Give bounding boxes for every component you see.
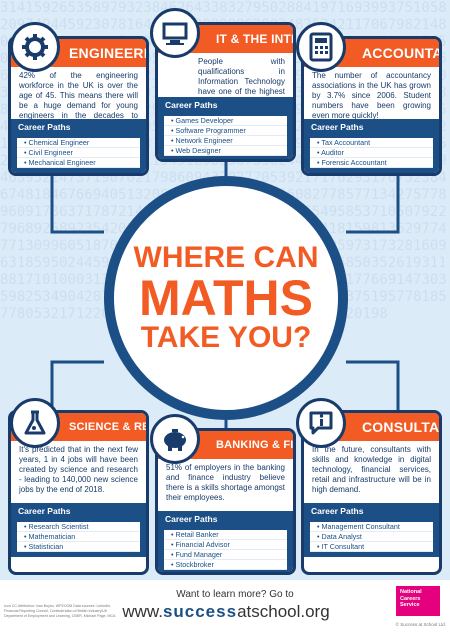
card-description: It's predicted that in the next few year… (19, 445, 138, 494)
career-paths-label: Career Paths (158, 97, 293, 114)
card-description: People with qualifications in Informatio… (198, 57, 285, 96)
card-description: 42% of the engineering workforce in the … (19, 71, 138, 119)
job-item: Auditor (310, 148, 433, 158)
title-line-3: Take you? (140, 321, 312, 354)
career-paths-label: Career Paths (11, 119, 146, 136)
job-list: Retail Banker Financial Advisor Fund Man… (158, 528, 293, 572)
gear-wrench-icon (10, 22, 60, 72)
connector-consultancy (346, 360, 400, 410)
job-list: Games Developer Software Programmer Netw… (158, 114, 293, 159)
url-prefix: www. (122, 602, 163, 621)
job-item: Web Designer (164, 146, 287, 156)
calculator-icon (296, 22, 346, 72)
computer-icon (150, 8, 200, 58)
job-item: Stockbroker (164, 560, 287, 570)
url-suffix: atschool.org (237, 602, 330, 621)
job-item: Statistician (17, 542, 140, 552)
connector-accountancy (346, 150, 400, 234)
career-paths-label: Career Paths (304, 503, 439, 520)
title-line-1: Where can (133, 241, 319, 274)
job-list: Chemical Engineer Civil Engineer Mechani… (11, 136, 146, 173)
national-careers-service-logo: National Careers Service (396, 586, 440, 616)
title-line-2: Maths (138, 270, 314, 326)
career-paths-label: Career Paths (304, 119, 439, 136)
job-item: Financial Advisor (164, 540, 287, 550)
copyright: © Success at School Ltd. (395, 622, 446, 627)
website-link[interactable]: www.successatschool.org (96, 602, 356, 622)
job-item: Tax Accountant (310, 138, 433, 148)
job-item: Research Scientist (17, 522, 140, 532)
job-item: Data Analyst (310, 532, 433, 542)
connector-lines (50, 130, 400, 428)
card-description: In the future, consultants with skills a… (312, 445, 431, 494)
job-item: Mechanical Engineer (17, 158, 140, 168)
connector-engineering (50, 150, 104, 234)
job-item: Games Developer (164, 116, 287, 126)
card-description: The number of accountancy associations i… (312, 71, 431, 119)
job-list: Research Scientist Mathematician Statist… (11, 520, 146, 557)
job-item: Software Programmer (164, 126, 287, 136)
job-item: Retail Banker (164, 530, 287, 540)
piggy-bank-icon (150, 414, 200, 464)
job-item: Civil Engineer (17, 148, 140, 158)
job-item: Mathematician (17, 532, 140, 542)
job-item: Forensic Accountant (310, 158, 433, 168)
url-brand: success (162, 602, 238, 621)
job-list: Management Consultant Data Analyst IT Co… (304, 520, 439, 557)
job-item: Fund Manager (164, 550, 287, 560)
job-item: Network Engineer (164, 136, 287, 146)
career-paths-label: Career Paths (158, 511, 293, 528)
job-item: Chemical Engineer (17, 138, 140, 148)
connector-science (50, 360, 104, 410)
job-list: Tax Accountant Auditor Forensic Accounta… (304, 136, 439, 173)
flask-icon (10, 398, 60, 448)
card-description: 51% of employers in the banking and fina… (166, 463, 285, 502)
title-circle: Where can Maths Take you? (104, 176, 348, 420)
credits: Icon CC Attribution: Ivan Boyko, WPZOOM … (4, 604, 116, 618)
cta-text: Want to learn more? Go to (176, 589, 294, 600)
job-item: IT Consultant (310, 542, 433, 552)
info-speech-icon (296, 398, 346, 448)
footer (0, 580, 450, 636)
career-paths-label: Career Paths (11, 503, 146, 520)
job-item: Management Consultant (310, 522, 433, 532)
